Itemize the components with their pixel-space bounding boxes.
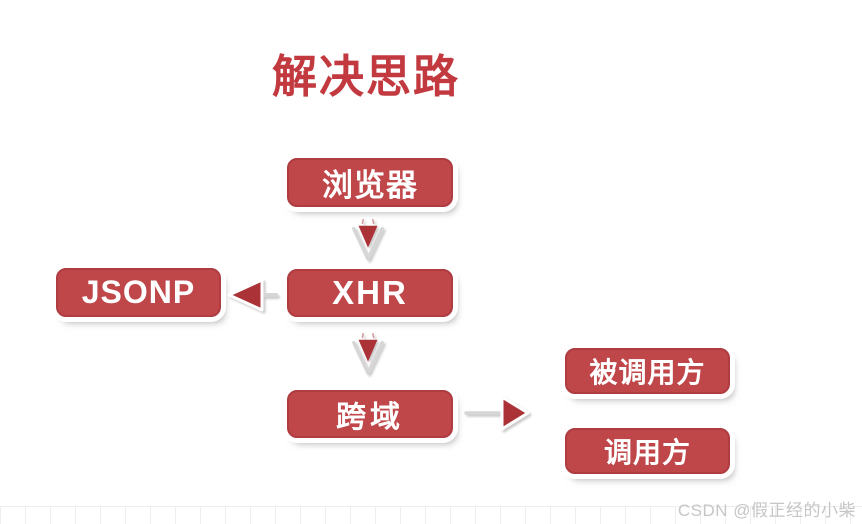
background-grid	[0, 506, 862, 524]
node-crossdomain: 跨域	[287, 390, 453, 438]
down-arrow-browser-to-xhr-icon	[352, 219, 384, 261]
node-xhr: XHR	[287, 269, 453, 317]
node-caller-label: 调用方	[603, 437, 691, 468]
node-browser-label: 浏览器	[322, 168, 418, 203]
watermark: CSDN @假正经的小柴	[677, 501, 856, 520]
node-browser: 浏览器	[287, 158, 453, 207]
node-callee-label: 被调用方	[589, 357, 706, 388]
down-arrow-xhr-to-crossdomain-icon	[352, 333, 384, 375]
node-xhr-label: XHR	[332, 274, 408, 311]
node-jsonp: JSONP	[56, 268, 221, 317]
node-callee: 被调用方	[565, 348, 730, 394]
node-jsonp-label: JSONP	[81, 274, 196, 310]
node-crossdomain-label: 跨域	[336, 401, 404, 434]
left-arrow-xhr-to-jsonp-icon	[227, 278, 278, 312]
right-arrow-crossdomain-to-parties-icon	[464, 395, 530, 431]
node-caller: 调用方	[565, 428, 730, 474]
page-title: 解决思路	[272, 51, 461, 102]
